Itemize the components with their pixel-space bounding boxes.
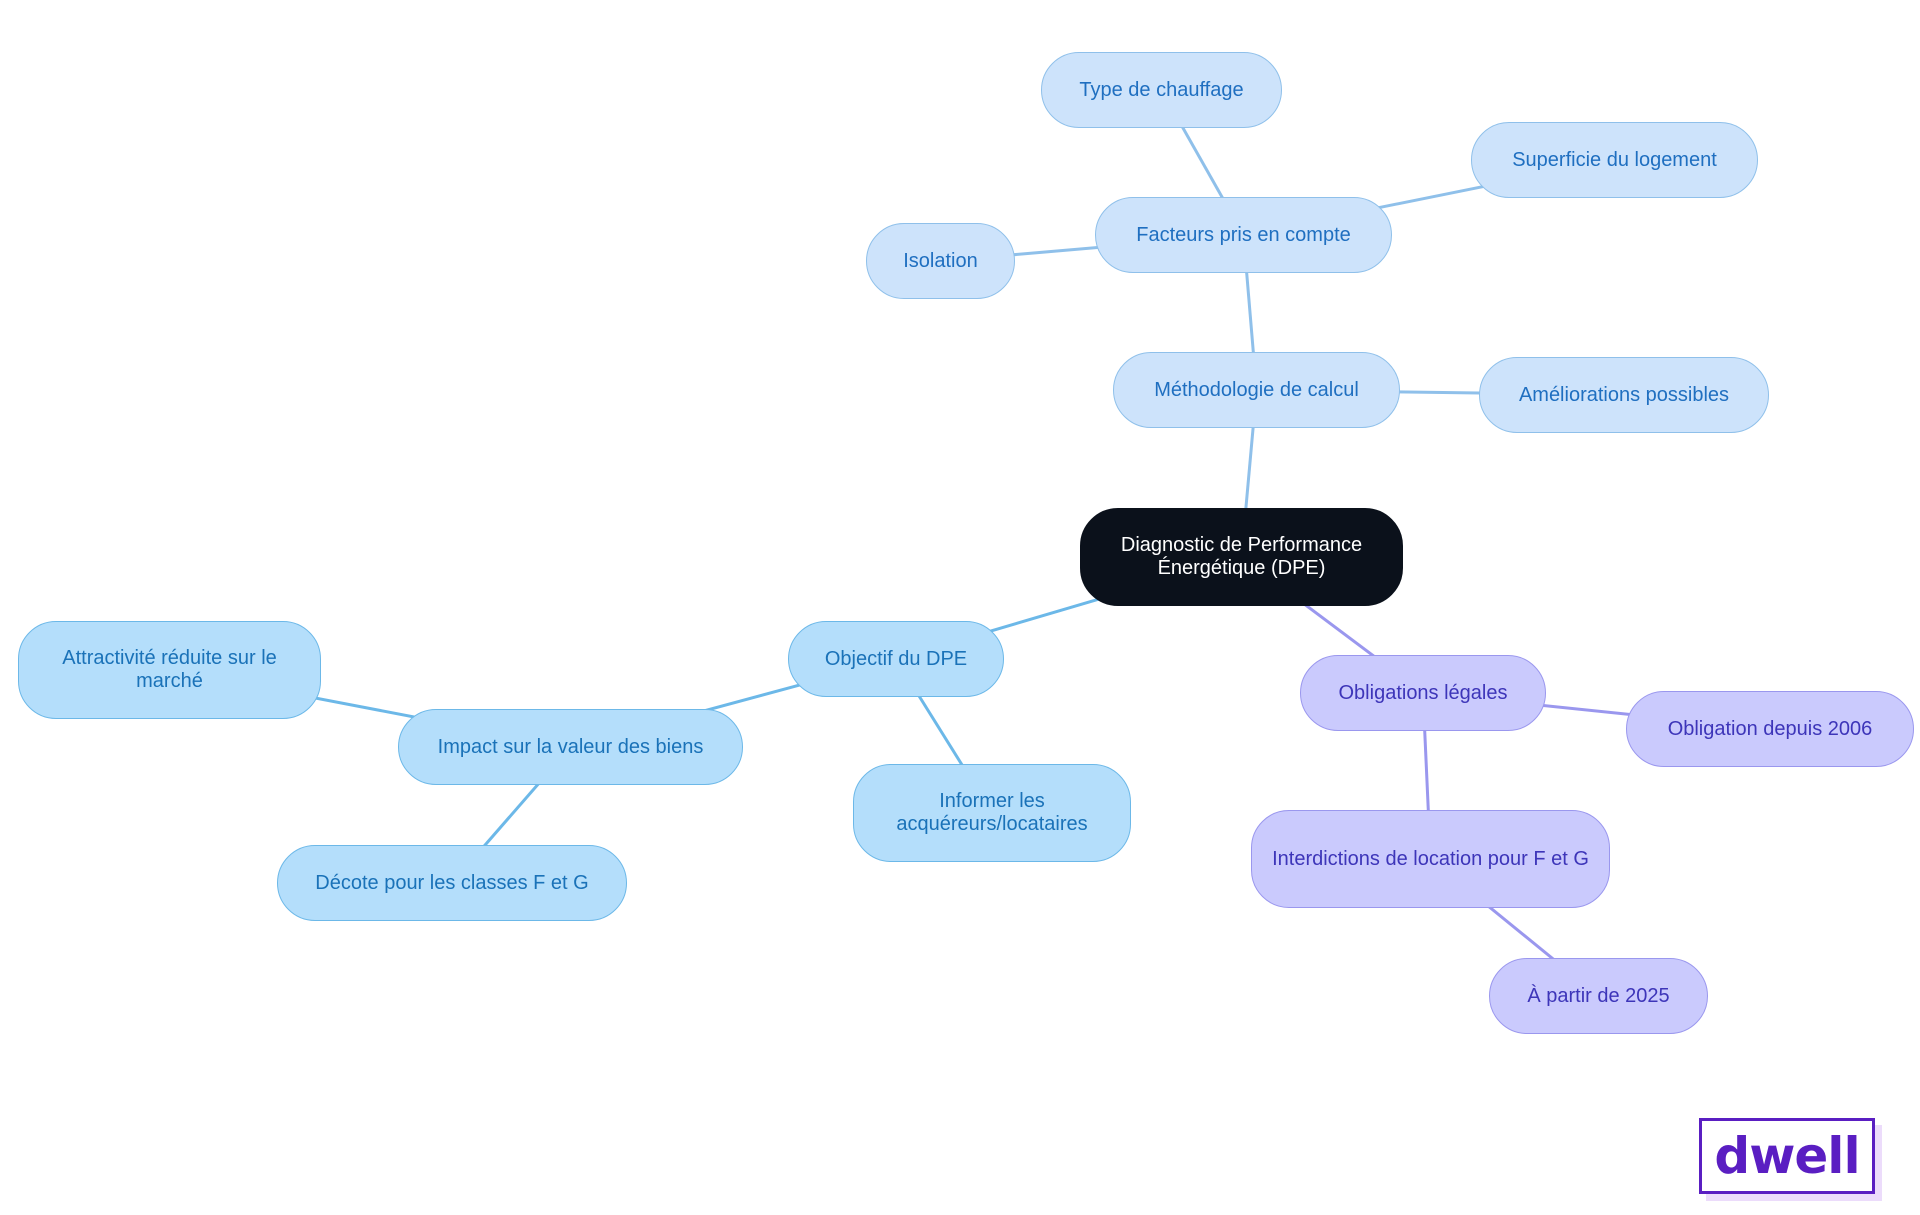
- node-impact-valeur-biens[interactable]: Impact sur la valeur des biens: [398, 709, 743, 785]
- node-root-dpe[interactable]: Diagnostic de Performance Énergétique (D…: [1080, 508, 1403, 606]
- node-ameliorations-possibles[interactable]: Améliorations possibles: [1479, 357, 1769, 433]
- node-informer-acquereurs[interactable]: Informer les acquéreurs/locataires: [853, 764, 1131, 862]
- node-objectif-du-dpe[interactable]: Objectif du DPE: [788, 621, 1004, 697]
- node-methodologie-de-calcul[interactable]: Méthodologie de calcul: [1113, 352, 1400, 428]
- node-obligations-legales[interactable]: Obligations légales: [1300, 655, 1546, 731]
- node-a-partir-de-2025[interactable]: À partir de 2025: [1489, 958, 1708, 1034]
- node-obligation-depuis-2006[interactable]: Obligation depuis 2006: [1626, 691, 1914, 767]
- node-facteurs-pris-en-compte[interactable]: Facteurs pris en compte: [1095, 197, 1392, 273]
- node-type-de-chauffage[interactable]: Type de chauffage: [1041, 52, 1282, 128]
- node-superficie-du-logement[interactable]: Superficie du logement: [1471, 122, 1758, 198]
- node-interdictions-location[interactable]: Interdictions de location pour F et G: [1251, 810, 1610, 908]
- node-attractivite-reduite[interactable]: Attractivité réduite sur le marché: [18, 621, 321, 719]
- dwell-logo: dwell: [1699, 1118, 1875, 1194]
- node-isolation[interactable]: Isolation: [866, 223, 1015, 299]
- node-decote-classes-f-g[interactable]: Décote pour les classes F et G: [277, 845, 627, 921]
